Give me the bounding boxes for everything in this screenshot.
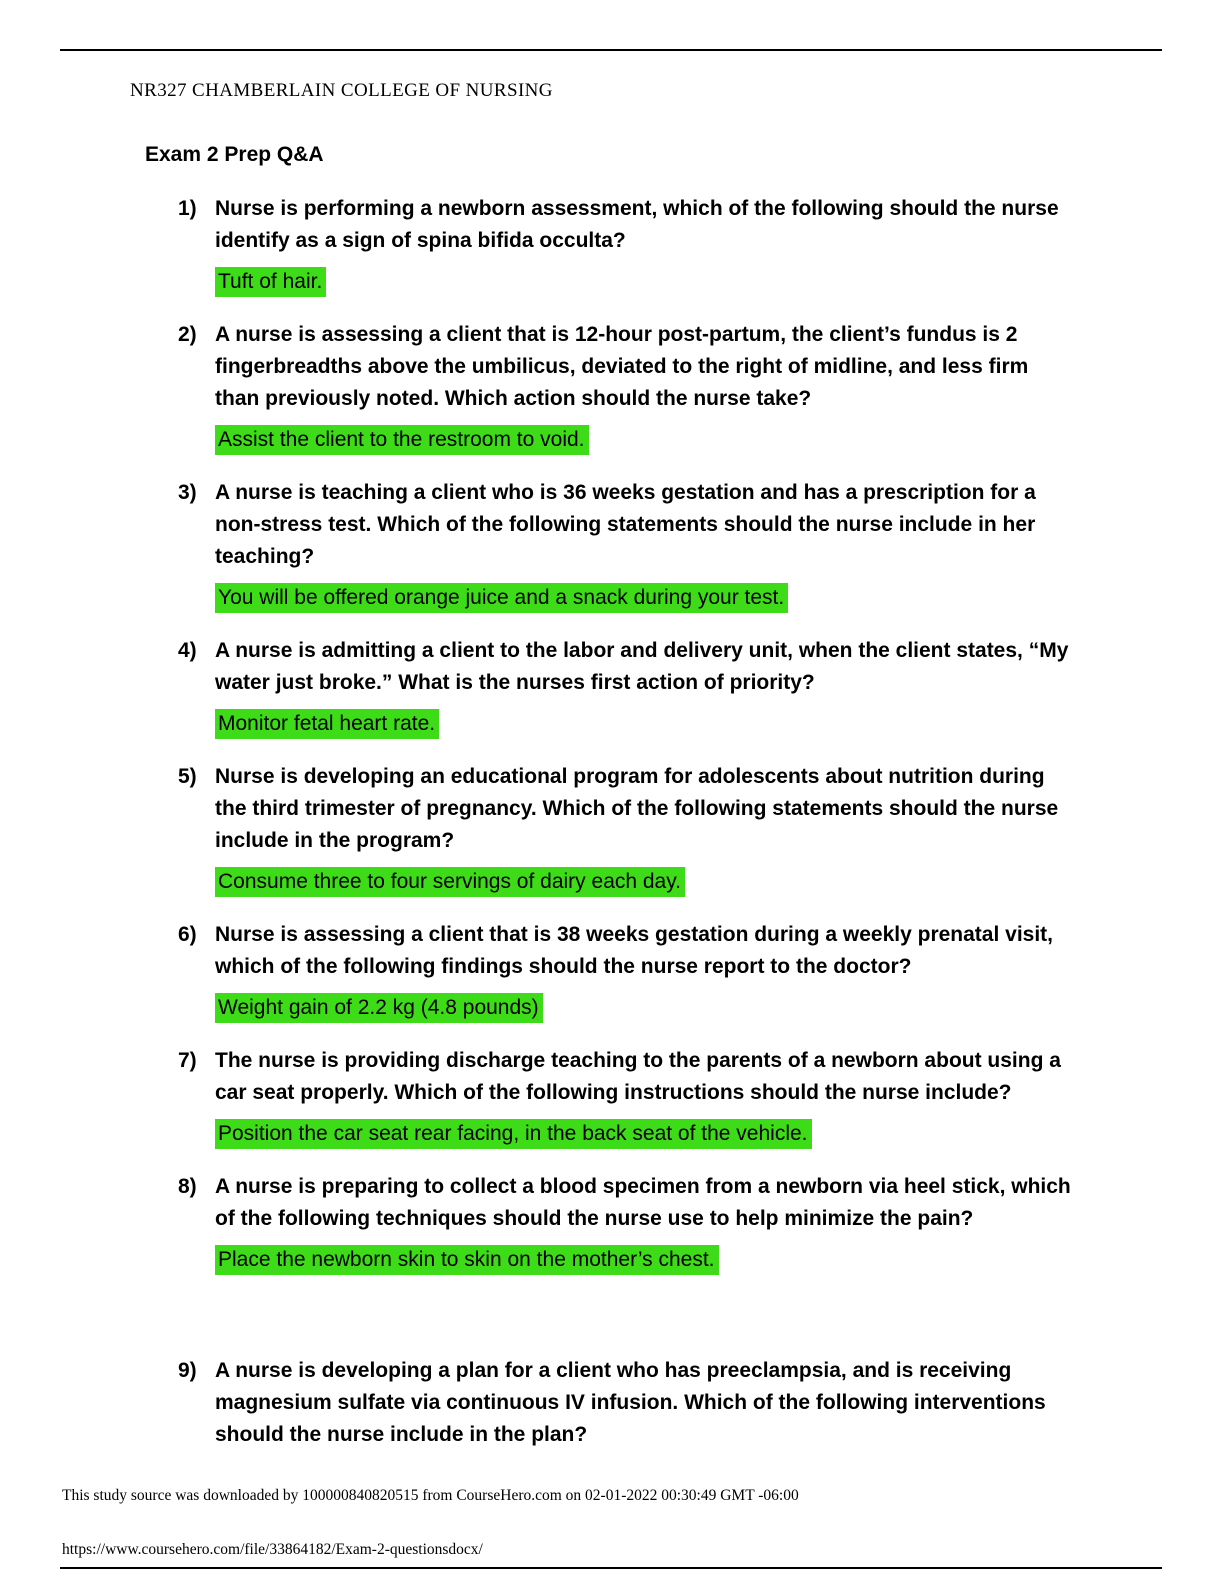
question-number: 2): [178, 323, 197, 346]
question-item: 9) A nurse is developing a plan for a cl…: [145, 1355, 1075, 1461]
answer-highlight: Weight gain of 2.2 kg (4.8 pounds): [215, 993, 543, 1023]
answer-line: You will be offered orange juice and a s…: [215, 583, 1075, 613]
question-item: 7) The nurse is providing discharge teac…: [145, 1045, 1075, 1171]
question-text: A nurse is teaching a client who is 36 w…: [215, 481, 1036, 568]
question-item: 6) Nurse is assessing a client that is 3…: [145, 919, 1075, 1045]
question-text: A nurse is developing a plan for a clien…: [215, 1359, 1046, 1446]
document-body: Exam 2 Prep Q&A 1) Nurse is performing a…: [145, 143, 1075, 1461]
answer-line: Tuft of hair.: [215, 267, 1075, 297]
question-text: The nurse is providing discharge teachin…: [215, 1049, 1061, 1104]
question-item: 3) A nurse is teaching a client who is 3…: [145, 477, 1075, 635]
answer-line: Monitor fetal heart rate.: [215, 709, 1075, 739]
top-divider: [60, 49, 1162, 51]
answer-highlight: Consume three to four servings of dairy …: [215, 867, 686, 897]
answer-line: Place the newborn skin to skin on the mo…: [215, 1245, 1075, 1275]
question-item: 8) A nurse is preparing to collect a blo…: [145, 1171, 1075, 1297]
question-number: 8): [178, 1175, 197, 1198]
question-text: Nurse is developing an educational progr…: [215, 765, 1059, 852]
answer-highlight: Assist the client to the restroom to voi…: [215, 425, 589, 455]
question-text: A nurse is admitting a client to the lab…: [215, 639, 1069, 694]
question-item: 5) Nurse is developing an educational pr…: [145, 761, 1075, 919]
answer-line: Weight gain of 2.2 kg (4.8 pounds): [215, 993, 1075, 1023]
question-text: A nurse is assessing a client that is 12…: [215, 323, 1029, 410]
question-text: Nurse is performing a newborn assessment…: [215, 197, 1059, 252]
download-attribution: This study source was downloaded by 1000…: [62, 1487, 799, 1504]
question-number: 5): [178, 765, 197, 788]
answer-highlight: You will be offered orange juice and a s…: [215, 583, 789, 613]
answer-highlight: Monitor fetal heart rate.: [215, 709, 440, 739]
bottom-divider: [60, 1567, 1162, 1569]
question-text: Nurse is assessing a client that is 38 w…: [215, 923, 1054, 978]
question-text: A nurse is preparing to collect a blood …: [215, 1175, 1071, 1230]
question-item: 2) A nurse is assessing a client that is…: [145, 319, 1075, 477]
question-item: 1) Nurse is performing a newborn assessm…: [145, 193, 1075, 319]
answer-line: Position the car seat rear facing, in th…: [215, 1119, 1075, 1149]
answer-highlight: Position the car seat rear facing, in th…: [215, 1119, 812, 1149]
question-number: 4): [178, 639, 197, 662]
question-item: 4) A nurse is admitting a client to the …: [145, 635, 1075, 761]
question-number: 1): [178, 197, 197, 220]
question-number: 6): [178, 923, 197, 946]
source-url-link[interactable]: https://www.coursehero.com/file/33864182…: [62, 1541, 483, 1558]
question-number: 3): [178, 481, 197, 504]
answer-highlight: Tuft of hair.: [215, 267, 327, 297]
page-title: Exam 2 Prep Q&A: [145, 143, 324, 166]
answer-highlight: Place the newborn skin to skin on the mo…: [215, 1245, 719, 1275]
answer-line: Consume three to four servings of dairy …: [215, 867, 1075, 897]
answer-line: Assist the client to the restroom to voi…: [215, 425, 1075, 455]
course-header: NR327 CHAMBERLAIN COLLEGE OF NURSING: [130, 80, 553, 101]
question-number: 7): [178, 1049, 197, 1072]
question-number: 9): [178, 1359, 197, 1382]
